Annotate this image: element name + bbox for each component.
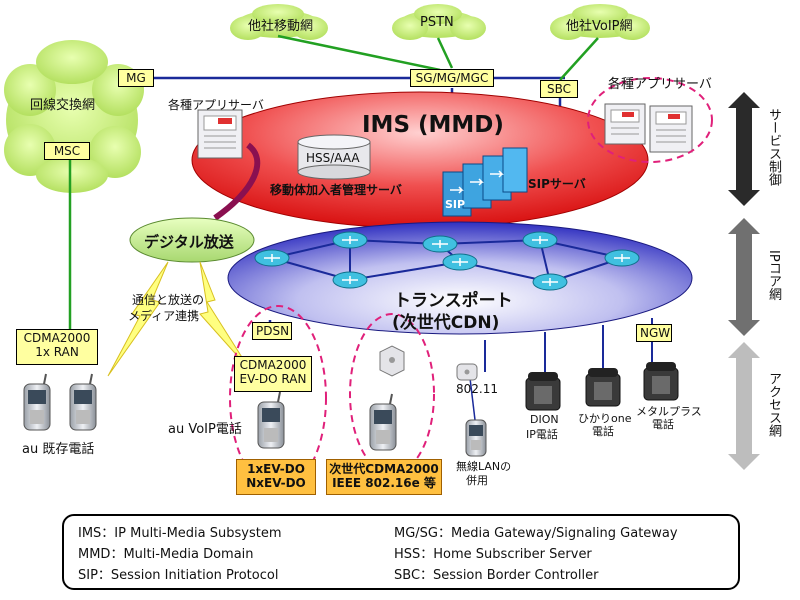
transport-ellipse: [227, 221, 693, 335]
side-arrow-service: [728, 92, 760, 206]
ims-title: IMS (MMD): [362, 112, 504, 138]
side-label-ipcore: IPコア網: [766, 250, 781, 301]
base-station-icon: [379, 345, 405, 377]
app-server-left-label: 各種アプリサーバ: [168, 98, 264, 112]
side-label-service: サービス制御: [766, 108, 781, 186]
cloud-label-pstn: PSTN: [420, 15, 454, 30]
metal-label-line1: メタルプラス: [636, 405, 702, 418]
wifi-label: 802.11: [456, 382, 498, 396]
pdsn-box: PDSN: [252, 322, 292, 340]
cloud-circuit-switched: [4, 40, 144, 193]
wifi-access-point-icon: [456, 363, 478, 381]
hikari-label-line2: 電話: [592, 425, 614, 438]
cloud-label-other-mobile: 他社移動網: [248, 19, 314, 34]
legend-hss: HSS：Home Subscriber Server: [394, 547, 592, 562]
hikari-label-line1: ひかりone: [578, 412, 632, 425]
evdo-tag-line2: NxEV-DO: [246, 476, 306, 490]
cloud-other-mobile: [230, 4, 328, 40]
cloud-label-circuit: 回線交換網: [30, 98, 96, 113]
legend-mmd: MMD：Multi-Media Domain: [78, 547, 254, 562]
app-server-left-icon: [197, 109, 243, 159]
wlan-label-line2: 併用: [466, 474, 488, 487]
legend-sip: SIP：Session Initiation Protocol: [78, 568, 279, 583]
desk-phone-icons: [525, 362, 679, 411]
ngw-box: NGW: [636, 324, 672, 342]
side-arrow-access: [728, 342, 760, 470]
cdma-1x-line2: 1x RAN: [35, 345, 79, 359]
evdo-ran-line2: EV-DO RAN: [239, 372, 307, 386]
router-icons: [254, 231, 640, 291]
legend-box: IMS：IP Multi-Media Subsystem MMD：Multi-M…: [62, 514, 740, 590]
broadcast-link: [213, 142, 261, 221]
evdo-tag: 1xEV-DO NxEV-DO: [236, 459, 316, 495]
msc-box: MSC: [44, 142, 90, 160]
mobile-phone-icons: [23, 373, 487, 457]
cloud-pstn: [392, 4, 486, 40]
evdo-ran-line1: CDMA2000: [239, 358, 307, 372]
cloud-label-other-voip: 他社VoIP網: [566, 19, 633, 34]
mg-box: MG: [118, 69, 154, 87]
sip-server-label: SIPサーバ: [528, 177, 586, 191]
wlan-label-line1: 無線LANの: [456, 460, 512, 473]
sip-logo-text: SIP: [445, 198, 466, 211]
evdo-ran-box: CDMA2000 EV-DO RAN: [234, 356, 312, 392]
hss-database-icon: [297, 134, 371, 180]
digital-broadcast-ellipse: [129, 217, 255, 263]
side-label-access: アクセス網: [766, 372, 781, 437]
next-cdma-tag: 次世代CDMA2000 IEEE 802.16e 等: [326, 459, 442, 495]
au-existing-label: au 既存電話: [22, 442, 95, 457]
digital-broadcast-label: デジタル放送: [144, 233, 234, 251]
app-server-group-outline: [587, 77, 713, 163]
legend-mg: MG/SG：Media Gateway/Signaling Gateway: [394, 526, 678, 541]
side-arrow-ipcore: [728, 218, 760, 336]
legend-ims: IMS：IP Multi-Media Subsystem: [78, 526, 282, 541]
au-voip-label: au VoIP電話: [168, 422, 242, 437]
next-cdma-tag-line2: IEEE 802.16e 等: [332, 476, 436, 490]
metal-label-line2: 電話: [652, 418, 674, 431]
transport-subtitle: (次世代CDN): [392, 313, 500, 333]
dion-label-line1: DION: [530, 413, 559, 426]
app-server-right-icons: [604, 103, 693, 153]
transport-title: トランスポート: [394, 291, 513, 311]
cloud-other-voip: [550, 4, 650, 40]
next-cdma-tag-line1: 次世代CDMA2000: [329, 462, 439, 476]
sg-mg-mgc-box: SG/MG/MGC: [410, 69, 494, 87]
legend-sbc: SBC：Session Border Controller: [394, 568, 599, 583]
dion-label-line2: IP電話: [526, 428, 558, 441]
media-link-line2: メディア連携: [128, 309, 200, 323]
hss-label: HSS/AAA: [306, 151, 360, 165]
sip-server-icon: [442, 147, 528, 217]
cdma-1x-line1: CDMA2000: [23, 331, 91, 345]
cdma-1x-ran-box: CDMA2000 1x RAN: [16, 329, 98, 365]
media-link-line1: 通信と放送の: [132, 293, 205, 307]
app-server-right-label: 各種アプリサーバ: [608, 77, 712, 92]
sbc-box: SBC: [540, 80, 578, 98]
hss-description: 移動体加入者管理サーバ: [270, 183, 402, 197]
evdo-tag-line1: 1xEV-DO: [247, 462, 305, 476]
